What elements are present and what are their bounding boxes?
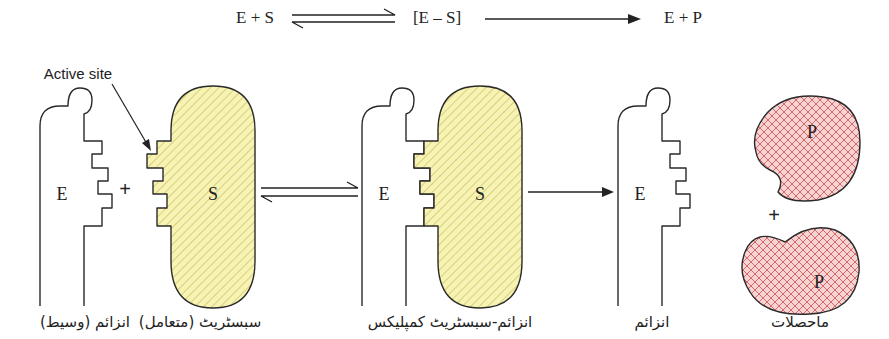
enzyme-node: E: [40, 86, 120, 308]
product-shape: [748, 92, 863, 204]
label-holder: انزائم: [635, 312, 670, 332]
substrate-node: S: [135, 86, 257, 310]
label-holder: +: [119, 176, 131, 203]
urdu-caption: ماحصلات: [771, 312, 829, 332]
leader-arrow: [112, 84, 151, 151]
enzyme-node: E: [362, 86, 442, 308]
urdu-caption: انزائم (وسیط): [40, 312, 130, 332]
label-holder: انزائم-سبسٹریٹ کمپلیکس: [368, 312, 533, 332]
urdu-caption: انزائم-سبسٹریٹ کمپلیکس: [368, 312, 533, 332]
product-node: P: [735, 222, 863, 317]
node-letter: S: [193, 183, 233, 205]
node-letter: E: [366, 183, 402, 205]
equilibrium-arrow: [292, 9, 395, 28]
enzyme-node: E: [618, 86, 698, 308]
label-holder: +: [768, 202, 780, 229]
label-holder: Active site: [44, 64, 112, 84]
substrate-shape: [135, 86, 257, 310]
product-node: P: [748, 92, 863, 204]
label-holder: ماحصلات: [771, 312, 829, 332]
product-shape: [735, 222, 863, 317]
equation-text: E + P: [664, 6, 702, 29]
node-letter: P: [801, 271, 837, 293]
substrate-node: S: [402, 86, 524, 310]
enzyme-shape: [362, 86, 442, 308]
label-holder: انزائم (وسیط): [40, 312, 130, 332]
reaction-arrow: [485, 14, 641, 24]
urdu-caption: انزائم: [635, 312, 670, 332]
label-holder: سبسٹریٹ (متعامل): [139, 312, 261, 332]
enzyme-shape: [618, 86, 698, 308]
node-letter: E: [622, 183, 658, 205]
enzyme-shape: [40, 86, 120, 308]
reaction-connector: [261, 182, 358, 202]
plus-sign: +: [768, 202, 780, 229]
reaction-connector: [528, 187, 614, 197]
urdu-caption: سبسٹریٹ (متعامل): [139, 312, 261, 332]
substrate-shape: [402, 86, 524, 310]
callout-label: Active site: [44, 64, 112, 84]
label-holder: E + P: [664, 6, 702, 29]
node-letter: S: [460, 183, 500, 205]
label-holder: [E – S]: [413, 6, 461, 29]
equation-text: E + S: [236, 6, 274, 29]
equation-text: [E – S]: [413, 6, 461, 29]
label-holder: E + S: [236, 6, 274, 29]
node-letter: E: [44, 183, 80, 205]
plus-sign: +: [119, 176, 131, 203]
node-letter: P: [794, 121, 830, 143]
